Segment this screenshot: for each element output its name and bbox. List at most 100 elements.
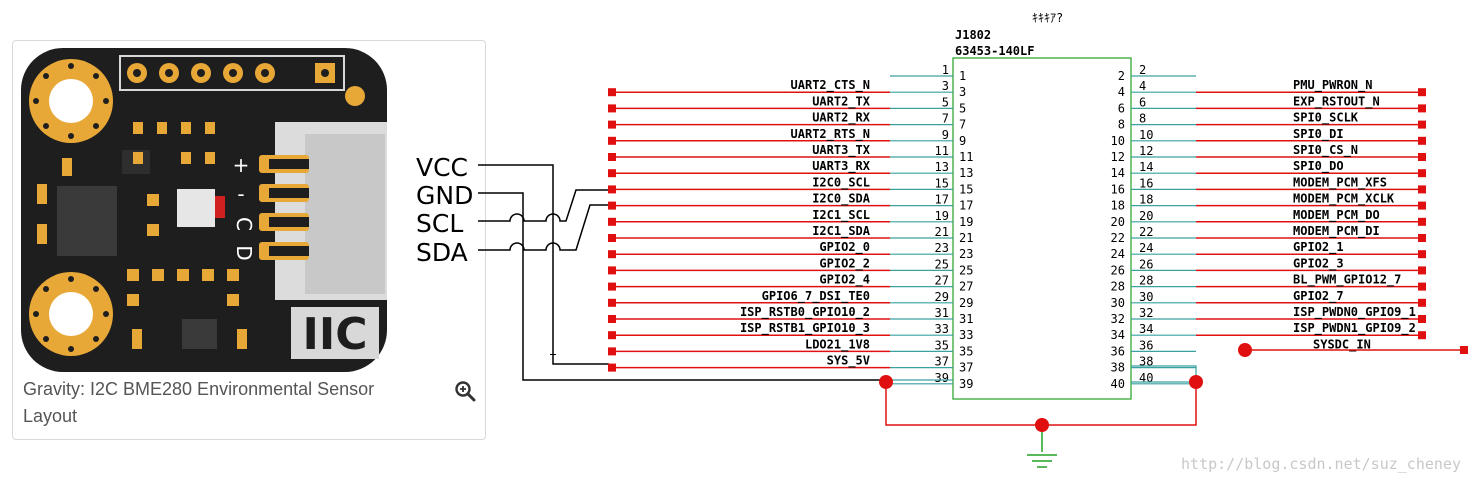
pin-number-outer-right: 20 (1139, 209, 1153, 223)
board-label-d: D (232, 245, 256, 260)
net-terminal (608, 136, 616, 145)
net-label-left: UART3_TX (812, 143, 871, 158)
mounting-hole-top (29, 59, 113, 143)
ground-net (879, 343, 1468, 468)
pin-number-inner-right: 34 (1111, 328, 1125, 342)
net-terminal (608, 88, 616, 97)
junction-dot (1035, 418, 1049, 432)
net-terminal (608, 153, 616, 161)
pin-number-outer-left: 17 (935, 193, 949, 207)
net-label-left: UART2_RX (812, 111, 871, 126)
net-label-right: GPIO2_7 (1293, 289, 1344, 304)
pin-number-inner-left: 23 (959, 247, 973, 261)
pin-number-inner-right: 2 (1118, 69, 1125, 83)
connector-box (952, 57, 1132, 400)
pin-number-outer-left: 15 (935, 176, 949, 190)
pin-number-outer-left: 33 (935, 322, 949, 336)
pin-number-inner-right: 18 (1111, 199, 1125, 213)
magnifier-plus-icon[interactable] (454, 380, 476, 402)
net-terminal (1418, 234, 1426, 242)
net-terminal (1418, 185, 1426, 194)
product-card: + - C D IIC Gravity: I2C BME280 Environm… (12, 40, 486, 440)
net-label-left: I2C0_SDA (812, 192, 871, 207)
net-terminal (608, 266, 616, 275)
net-terminal (1418, 282, 1426, 291)
pin-number-outer-left: 39 (935, 371, 949, 385)
connector-refdes: J1802 (955, 28, 991, 42)
net-terminal (608, 169, 616, 178)
wire-label-sda: SDA (416, 238, 468, 267)
smd-components (37, 122, 247, 349)
pin-number-outer-right: 36 (1139, 338, 1153, 352)
net-terminal (608, 331, 616, 340)
pin-number-outer-right: 8 (1139, 112, 1146, 126)
net-label-left: I2C1_SCL (812, 208, 870, 223)
wire-junctions (550, 354, 556, 355)
net-label-right: MODEM_PCM_DO (1293, 208, 1380, 223)
net-label-right: SPI0_SCLK (1293, 111, 1359, 126)
net-label-left: GPIO2_2 (819, 256, 870, 271)
pin-number-inner-left: 15 (959, 182, 973, 196)
net-label-left: UART2_CTS_N (791, 78, 870, 93)
pin-number-inner-left: 31 (959, 312, 973, 326)
junction-dot (1189, 375, 1203, 389)
pin-number-outer-right: 24 (1139, 241, 1153, 255)
mounting-hole-bottom (29, 272, 113, 356)
board-pin-labels: + - C D (232, 153, 256, 261)
pin-number-outer-right: 40 (1139, 371, 1153, 385)
pin-number-outer-right: 26 (1139, 257, 1153, 271)
net-label-left: GPIO6_7_DSI_TE0 (762, 289, 870, 304)
net-terminal (1418, 104, 1426, 113)
sensor-board-image: + - C D IIC (21, 48, 387, 372)
pin-number-outer-right: 38 (1139, 355, 1153, 369)
net-terminal (1418, 201, 1426, 210)
net-terminal (608, 363, 616, 372)
connector-pads (259, 155, 309, 260)
pin-number-inner-right: 26 (1111, 263, 1125, 277)
net-label-left: GPIO2_4 (819, 273, 870, 288)
net-terminal (608, 201, 616, 210)
pin-number-inner-left: 33 (959, 328, 973, 342)
sensor-wires (478, 164, 886, 381)
net-terminal (608, 347, 616, 356)
connector-body (305, 134, 385, 294)
pin-number-inner-right: 36 (1111, 344, 1125, 358)
net-label-left: ISP_RSTB1_GPIO10_3 (740, 321, 870, 336)
pin-number-outer-left: 25 (935, 257, 949, 271)
pin-number-inner-left: 27 (959, 280, 973, 294)
pin-number-outer-right: 10 (1139, 128, 1153, 142)
pin-number-outer-left: 21 (935, 225, 949, 239)
net-label-right: SPI0_DO (1293, 159, 1344, 174)
net-label-right: SPI0_DI (1293, 127, 1344, 142)
net-label-left: SYS_5V (827, 354, 870, 369)
net-label-right: ISP_PWDN0_GPIO9_1 (1293, 305, 1416, 320)
net-label-right: MODEM_PCM_XCLK (1293, 192, 1395, 207)
net-label-left: ISP_RSTB0_GPIO10_2 (740, 305, 870, 320)
pin-number-outer-right: 18 (1139, 193, 1153, 207)
net-terminal (1418, 266, 1426, 275)
pin-number-inner-left: 37 (959, 361, 973, 375)
pin-number-outer-right: 22 (1139, 225, 1153, 239)
pin-number-inner-left: 17 (959, 199, 973, 213)
watermark-url: http://blog.csdn.net/suz_cheney (1181, 455, 1461, 473)
pin-number-outer-right: 30 (1139, 290, 1153, 304)
pin-number-outer-left: 11 (935, 144, 949, 158)
net-label-right: MODEM_PCM_XFS (1293, 175, 1387, 190)
junction-dot (879, 375, 893, 389)
board-label-c: C (232, 217, 256, 231)
header-pads (119, 55, 365, 106)
pin-number-outer-left: 19 (935, 209, 949, 223)
pin-number-inner-left: 19 (959, 215, 973, 229)
pin-number-inner-right: 40 (1111, 377, 1125, 391)
pin-number-outer-left: 27 (935, 274, 949, 288)
ground-symbol-icon (1027, 454, 1057, 468)
pin-number-inner-left: 29 (959, 296, 973, 310)
pin-number-outer-left: 3 (942, 79, 949, 93)
net-terminal (1418, 250, 1426, 259)
pin-number-inner-right: 28 (1111, 280, 1125, 294)
pin-number-inner-left: 35 (959, 344, 973, 358)
net-terminal (1418, 169, 1426, 178)
pin-number-inner-right: 4 (1118, 85, 1125, 99)
net-terminal (1418, 136, 1426, 145)
